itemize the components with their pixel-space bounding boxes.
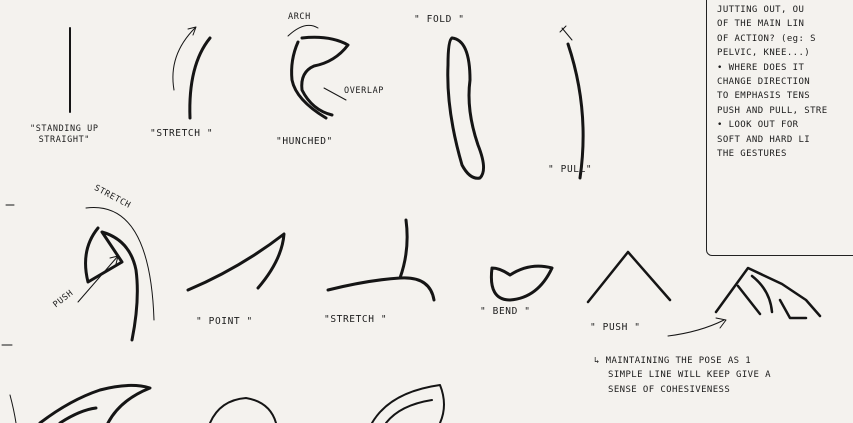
bottom-sketch-1 bbox=[40, 385, 150, 423]
stretch-curve bbox=[190, 38, 210, 118]
note-line: TO EMPHASIS TENS bbox=[717, 89, 828, 103]
label-overlap: OVERLAP bbox=[344, 86, 384, 97]
edge-curve bbox=[10, 395, 16, 423]
label-bend: " BEND " bbox=[480, 306, 531, 318]
note-line: • LOOK OUT FOR bbox=[717, 118, 828, 132]
note-line: SOFT AND HARD LI bbox=[717, 133, 828, 147]
note-line: CHANGE DIRECTION bbox=[717, 75, 828, 89]
pull-curve bbox=[568, 44, 583, 178]
bottom-note: ↳ MAINTAINING THE POSE AS 1 SIMPLE LINE … bbox=[594, 354, 771, 397]
label-hunched: "HUNCHED" bbox=[276, 136, 333, 148]
note-line: OF ACTION? (eg: S bbox=[717, 32, 828, 46]
label-point: " POINT " bbox=[196, 316, 253, 328]
label-push-2: " PUSH " bbox=[590, 322, 641, 334]
label-fold: " FOLD " bbox=[414, 14, 465, 26]
bottom-sketch-2 bbox=[210, 398, 276, 423]
hunched-shape bbox=[292, 37, 348, 118]
note-line: PUSH AND PULL, STRE bbox=[717, 104, 828, 118]
bottom-sketch-3 bbox=[372, 385, 444, 423]
note-line: OF THE MAIN LIN bbox=[717, 17, 828, 31]
push-2-arrow bbox=[668, 318, 726, 336]
note-line: JUTTING OUT, OU bbox=[717, 3, 828, 17]
push-2-shape bbox=[588, 252, 670, 302]
note-line: • WHERE DOES IT bbox=[717, 61, 828, 75]
label-arch: ARCH bbox=[288, 12, 311, 23]
label-stretch-3: "STRETCH " bbox=[324, 314, 387, 326]
bottom-note-line: ↳ MAINTAINING THE POSE AS 1 bbox=[594, 354, 771, 368]
notes-list: JUTTING OUT, OU OF THE MAIN LIN OF ACTIO… bbox=[717, 3, 828, 161]
bottom-note-line: SIMPLE LINE WILL KEEP GIVE A bbox=[594, 368, 771, 382]
label-pull: " PULL" bbox=[548, 164, 592, 176]
pull-arrow bbox=[560, 26, 572, 40]
arch-arrow bbox=[288, 25, 318, 36]
point-shape bbox=[188, 234, 284, 290]
bottom-note-line: SENSE OF COHESIVENESS bbox=[594, 383, 771, 397]
overlap-pointer bbox=[324, 88, 346, 100]
fold-shape bbox=[448, 38, 484, 178]
stretch-3-shape bbox=[328, 220, 434, 300]
note-line: PELVIC, KNEE...) bbox=[717, 46, 828, 60]
label-stretch-1: "STRETCH " bbox=[150, 128, 213, 140]
note-line: THE GESTURES bbox=[717, 147, 828, 161]
label-standing-straight: "STANDING UP STRAIGHT" bbox=[30, 124, 99, 145]
push-arrow bbox=[78, 256, 118, 302]
figure-sketch bbox=[716, 268, 820, 318]
notes-box: JUTTING OUT, OU OF THE MAIN LIN OF ACTIO… bbox=[706, 0, 853, 256]
bend-shape bbox=[491, 266, 552, 300]
